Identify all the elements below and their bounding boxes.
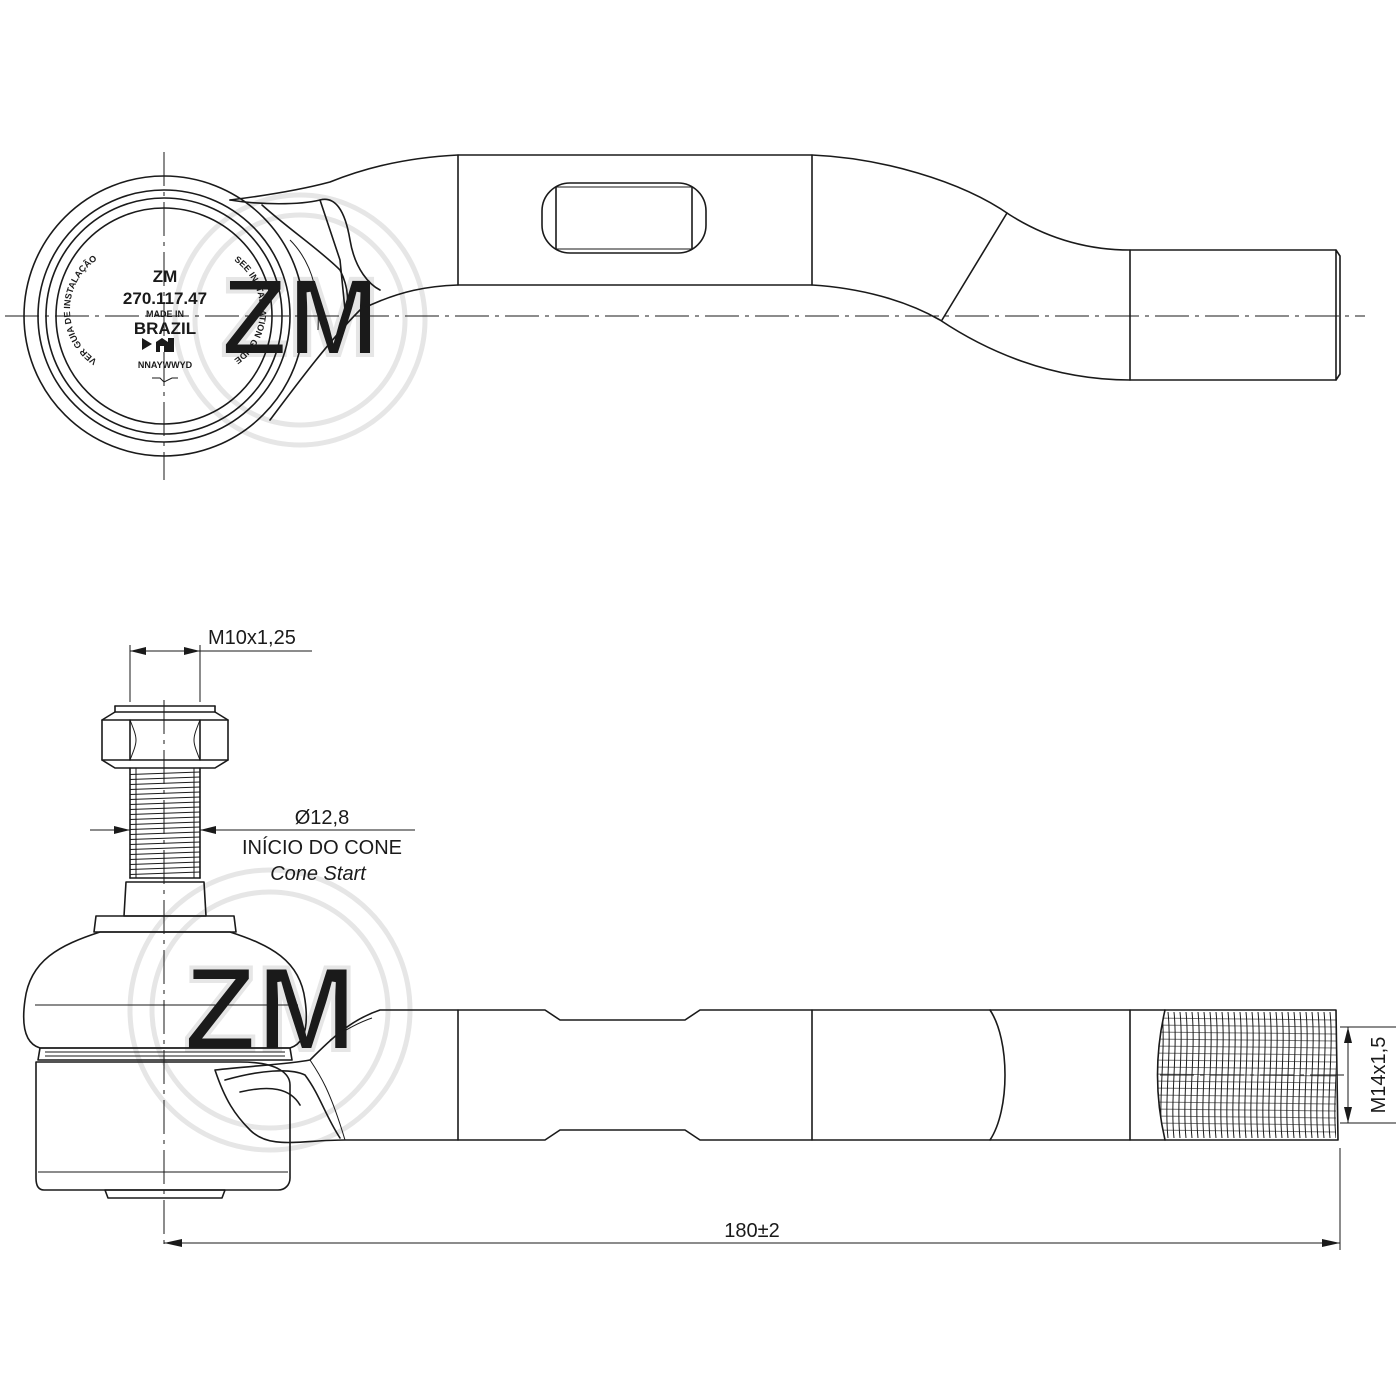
country-label: BRAZIL: [134, 319, 196, 338]
arm-outline-bottom: [269, 284, 1337, 421]
watermark-top: ZM: [172, 192, 428, 448]
shank-end-top: [1335, 249, 1341, 381]
made-in-label: MADE IN: [146, 309, 184, 319]
dim-shank-thread: M14x1,5: [1340, 1026, 1396, 1124]
part-number: 270.117.47: [123, 289, 207, 308]
cone-start-label-en: Cone Start: [270, 863, 367, 885]
brand-mark: ZM: [153, 267, 178, 286]
wrench-flat-slot: [541, 182, 707, 254]
ball-housing-side: [35, 1061, 291, 1199]
dim-stud-thread: M10x1,25: [129, 627, 312, 702]
side-view: M10x1,25 Ø12,8 INÍCIO DO CONE Cone Start…: [22, 627, 1396, 1250]
housing-outer-ring: [23, 175, 305, 457]
shank-thread-label: M14x1,5: [1368, 1037, 1390, 1114]
svg-text:ZM: ZM: [183, 942, 356, 1076]
ring-text-left: VER GUIA DE INSTALAÇÃO: [62, 253, 99, 367]
dim-cone-diameter: Ø12,8 INÍCIO DO CONE Cone Start: [90, 807, 415, 885]
dim-overall-length: 180±2: [164, 1148, 1341, 1250]
top-view: VER GUIA DE INSTALAÇÃO SEE INSTALLATION …: [5, 152, 1365, 480]
shank-thread: [1156, 1009, 1336, 1141]
logo-mark-icon: [152, 377, 178, 383]
stud-thread-label: M10x1,25: [208, 627, 296, 649]
factory-icon: [142, 338, 174, 352]
cone-diameter-label: Ø12,8: [295, 807, 349, 829]
date-code: NNAYWWYD: [138, 360, 193, 370]
dust-boot: [22, 915, 308, 1061]
overall-length-label: 180±2: [724, 1220, 779, 1242]
castle-nut: [101, 705, 229, 769]
watermark-bottom: ZM: [127, 867, 413, 1153]
arm-side: [214, 1009, 1339, 1144]
cone-start-label-pt: INÍCIO DO CONE: [242, 836, 402, 859]
arm-outline-top: [229, 154, 1337, 251]
